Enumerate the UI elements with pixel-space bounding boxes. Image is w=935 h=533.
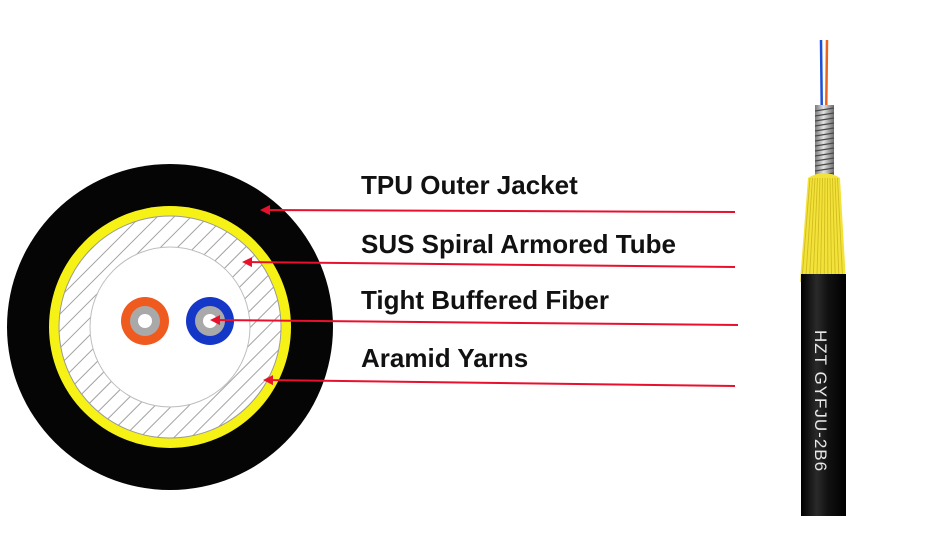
- cable-print-text: HZT GYFJU-2B6: [811, 330, 830, 472]
- label-outer-jacket: TPU Outer Jacket: [361, 172, 578, 198]
- label-tight-buffered-fiber: Tight Buffered Fiber: [361, 287, 609, 313]
- arrow-outer-jacket: [262, 210, 735, 212]
- tight-buffered-fiber-orange: [121, 297, 169, 345]
- aramid-yarn-bundle: [800, 173, 846, 282]
- arrow-aramid-yarns: [265, 380, 735, 386]
- cable-side-view: HZT GYFJU-2B6: [800, 40, 846, 516]
- cable-cross-section: [7, 164, 333, 490]
- label-aramid-yarns: Aramid Yarns: [361, 345, 528, 371]
- label-armored-tube: SUS Spiral Armored Tube: [361, 231, 676, 257]
